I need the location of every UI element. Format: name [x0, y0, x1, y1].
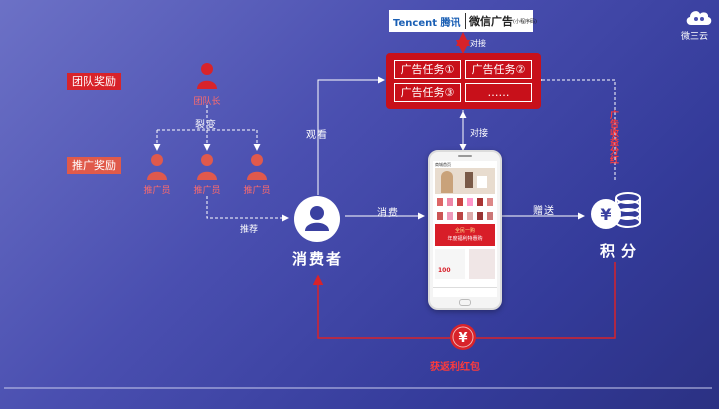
leader-person-icon — [196, 62, 218, 94]
tencent-ad-banner: Tencent 腾讯 微信广告 (小程序码) — [389, 10, 537, 32]
promoter-3-label: 推广员 — [243, 186, 271, 196]
phone-screen: 商城首页 全民一 — [433, 161, 497, 297]
bonus-label: 获返利红包 — [430, 362, 480, 373]
wechat-ad-title: 微信广告 — [469, 15, 513, 28]
phone-tabbar — [433, 287, 497, 297]
cloud-logo-icon — [684, 6, 714, 30]
product-card-2 — [469, 249, 495, 279]
red-packet-icon: ¥ — [448, 322, 478, 356]
banner-divider — [465, 13, 466, 29]
cat-item — [487, 212, 493, 220]
ad-dividend-label: 广告收益分红 — [608, 110, 618, 164]
ad-task-more: …… — [465, 83, 532, 102]
promoter-2-label: 推广员 — [193, 186, 221, 196]
ad-task-3: 广告任务③ — [394, 83, 461, 102]
ad-task-1: 广告任务① — [394, 60, 461, 79]
promoter-2-icon — [196, 153, 218, 185]
leader-label: 团队长 — [193, 97, 221, 107]
team-reward-tag: 团队奖励 — [67, 73, 121, 90]
promo-line-2: 年度福利特惠购 — [447, 236, 483, 242]
promoter-1-icon — [146, 153, 168, 185]
consume-label: 消费 — [377, 208, 399, 219]
phone-speaker — [458, 155, 472, 157]
cat-item — [477, 212, 483, 220]
model-figure — [441, 171, 453, 193]
promo-banner: 全民一购 年度福利特惠购 — [435, 224, 495, 246]
product-box — [477, 176, 487, 188]
cat-item — [457, 198, 463, 206]
consumer-avatar-icon — [294, 196, 340, 242]
promo-line-1: 全民一购 — [454, 228, 475, 234]
fission-label: 裂变 — [195, 120, 217, 131]
cat-item — [437, 212, 443, 220]
promoter-1-label: 推广员 — [143, 186, 171, 196]
product-bottle — [465, 172, 473, 188]
product-price: 100 — [438, 267, 451, 274]
store-title: 商城首页 — [435, 162, 451, 167]
points-label: 积分 — [600, 242, 643, 260]
promo-reward-tag: 推广奖励 — [67, 157, 121, 174]
recommend-label: 推荐 — [240, 225, 259, 235]
cat-item — [437, 198, 443, 206]
product-banner — [435, 168, 495, 194]
cat-item — [467, 198, 473, 206]
tencent-logo: Tencent 腾讯 — [393, 18, 461, 29]
cat-item — [447, 212, 453, 220]
phone-mockup: 商城首页 全民一 — [428, 150, 502, 310]
cat-item — [457, 212, 463, 220]
category-row-2 — [435, 210, 495, 222]
cat-item — [487, 198, 493, 206]
watch-label: 观看 — [306, 130, 328, 141]
svg-text:¥: ¥ — [458, 331, 467, 346]
phone-home-button — [459, 299, 471, 306]
svg-text:¥: ¥ — [600, 205, 611, 224]
consumer-label: 消费者 — [292, 250, 344, 268]
cat-item — [477, 198, 483, 206]
ad-task-2: 广告任务② — [465, 60, 532, 79]
brand-name: 微三云 — [681, 32, 709, 42]
product-card: 100 — [435, 249, 465, 279]
coins-icon: ¥ — [588, 186, 644, 238]
dock-label-top: 对接 — [470, 39, 486, 48]
ad-task-panel: 广告任务① 广告任务② 广告任务③ …… — [386, 53, 541, 109]
promoter-3-icon — [246, 153, 268, 185]
wechat-ad-sub: (小程序码) — [513, 19, 537, 25]
gift-label: 赠送 — [533, 206, 555, 217]
dock-label-mid: 对接 — [470, 129, 489, 139]
cat-item — [447, 198, 453, 206]
category-row — [435, 196, 495, 208]
cat-item — [467, 212, 473, 220]
